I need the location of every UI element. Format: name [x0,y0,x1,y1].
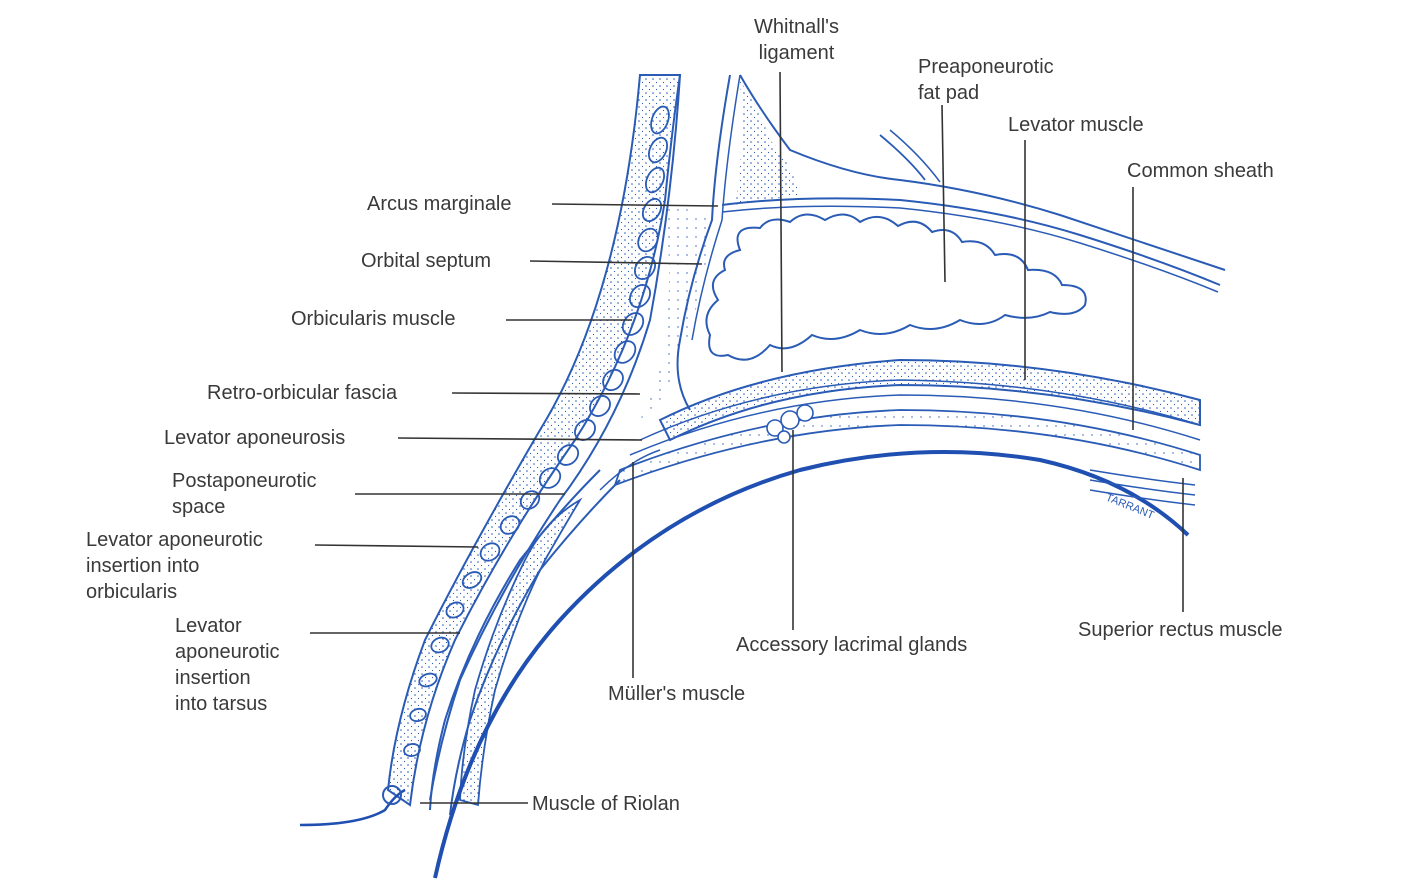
label-line: ligament [754,40,839,66]
label-insertion-orbicularis: Levator aponeurotic insertion into orbic… [86,527,263,605]
label-line: space [172,494,317,520]
label-common-sheath: Common sheath [1127,158,1274,184]
label-insertion-tarsus: Levator aponeurotic insertion into tarsu… [175,613,280,717]
preaponeurotic-fat-pad [706,214,1085,359]
label-line: Levator aponeurotic [86,527,263,553]
label-line: Whitnall's [754,14,839,40]
label-line: insertion into [86,553,263,579]
label-muller-muscle: Müller's muscle [608,681,745,707]
label-preaponeurotic-fat-pad: Preaponeurotic fat pad [918,54,1054,106]
label-line: Preaponeurotic [918,54,1054,80]
label-line: Postaponeurotic [172,468,317,494]
tarsus-region [430,405,813,815]
label-retro-orbicular-fascia: Retro-orbicular fascia [207,380,397,406]
label-levator-muscle: Levator muscle [1008,112,1144,138]
label-levator-aponeurosis: Levator aponeurosis [164,425,345,451]
label-accessory-lacrimal-glands: Accessory lacrimal glands [736,632,967,658]
label-superior-rectus-muscle: Superior rectus muscle [1078,617,1283,643]
label-orbicularis-muscle: Orbicularis muscle [291,306,455,332]
label-line: Levator [175,613,280,639]
label-whitnall-ligament: Whitnall's ligament [754,14,839,66]
label-postaponeurotic-space: Postaponeurotic space [172,468,317,520]
label-line: orbicularis [86,579,263,605]
label-muscle-of-riolan: Muscle of Riolan [532,791,680,817]
label-line: fat pad [918,80,1054,106]
label-line: insertion [175,665,280,691]
levator-muscle-layer [615,360,1200,485]
lid-margin [300,790,405,825]
label-line: aponeurotic [175,639,280,665]
label-orbital-septum: Orbital septum [361,248,491,274]
label-line: into tarsus [175,691,280,717]
label-arcus-marginale: Arcus marginale [367,191,512,217]
